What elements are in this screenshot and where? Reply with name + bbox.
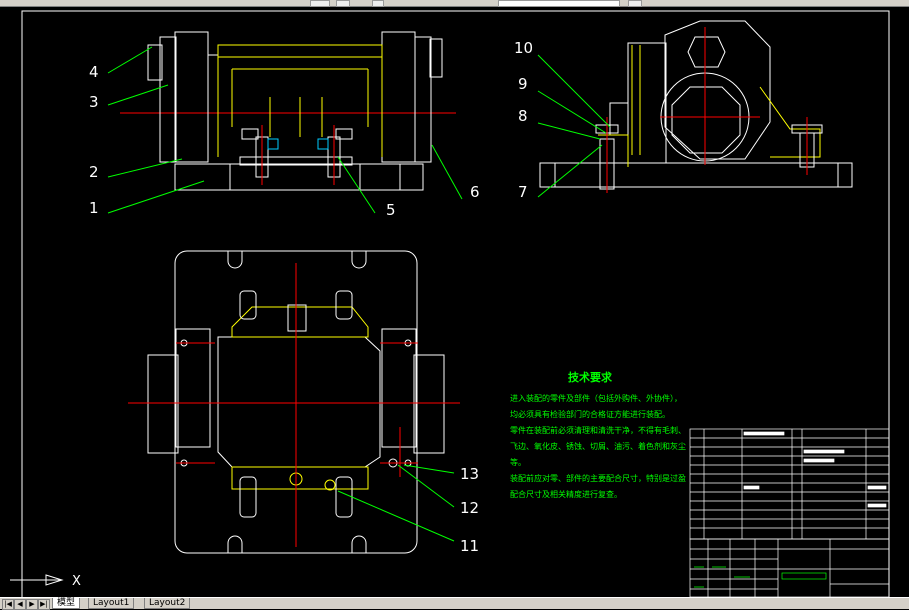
tab-layout1[interactable]: Layout1 <box>88 598 135 609</box>
technical-requirements: 技术要求 进入装配的零件及部件（包括外购件、外协件）， 均必须具有检验部门的合格… <box>510 370 686 499</box>
balloon-5: 5 <box>386 201 396 219</box>
command-input[interactable] <box>498 0 620 7</box>
prev-tab-icon[interactable]: ◀ <box>14 599 26 610</box>
next-tab-icon[interactable]: ▶ <box>26 599 38 610</box>
drawing-border <box>21 10 890 600</box>
tool-button[interactable] <box>372 0 384 7</box>
tab-layout2[interactable]: Layout2 <box>144 598 191 609</box>
leader-lines <box>107 46 611 542</box>
ucs-icon: X <box>10 574 81 589</box>
last-tab-icon[interactable]: ▶| <box>38 599 50 610</box>
balloon-9: 9 <box>518 75 528 93</box>
balloon-8: 8 <box>518 107 528 125</box>
front-view <box>120 31 456 191</box>
balloon-3: 3 <box>89 93 99 111</box>
parts-list <box>689 428 890 540</box>
title-block <box>689 538 890 598</box>
first-tab-icon[interactable]: |◀ <box>2 599 14 610</box>
tech-line-4: 飞边、氧化皮、锈蚀、切屑、油污、着色剂和灰尘 <box>510 441 686 451</box>
tech-line-5: 等。 <box>510 457 526 467</box>
balloon-1: 1 <box>89 199 99 217</box>
balloon-12: 12 <box>460 499 479 517</box>
side-view <box>539 20 853 193</box>
tech-line-2: 均必须具有检验部门的合格证方能进行装配。 <box>510 409 670 419</box>
tech-line-6: 装配前应对零、部件的主要配合尺寸，特别是过盈 <box>510 473 686 483</box>
tech-line-7: 配合尺寸及相关精度进行复查。 <box>510 489 622 499</box>
balloon-13: 13 <box>460 465 479 483</box>
toolbar-strip <box>0 0 909 7</box>
ucs-x-label: X <box>72 574 81 589</box>
tool-button[interactable] <box>310 0 330 7</box>
top-view <box>128 250 460 554</box>
tech-line-1: 进入装配的零件及部件（包括外购件、外协件）， <box>510 393 682 403</box>
balloon-2: 2 <box>89 163 99 181</box>
balloon-6: 6 <box>470 183 480 201</box>
balloon-10: 10 <box>514 39 533 57</box>
balloon-4: 4 <box>89 63 99 81</box>
drawing-canvas[interactable]: 1 2 3 4 5 6 7 8 9 10 11 12 13 技术要求 进入装配的… <box>0 7 909 600</box>
tech-title: 技术要求 <box>568 370 613 384</box>
tool-button[interactable] <box>336 0 350 7</box>
tech-line-3: 零件在装配前必须清理和清洗干净，不得有毛刺、 <box>510 425 686 435</box>
balloon-7: 7 <box>518 183 528 201</box>
balloon-11: 11 <box>460 537 479 555</box>
tab-model[interactable]: 模型 <box>52 598 81 609</box>
layout-tab-bar: |◀ ◀ ▶ ▶| 模型 Layout1 Layout2 <box>0 597 909 610</box>
tool-button[interactable] <box>628 0 642 7</box>
